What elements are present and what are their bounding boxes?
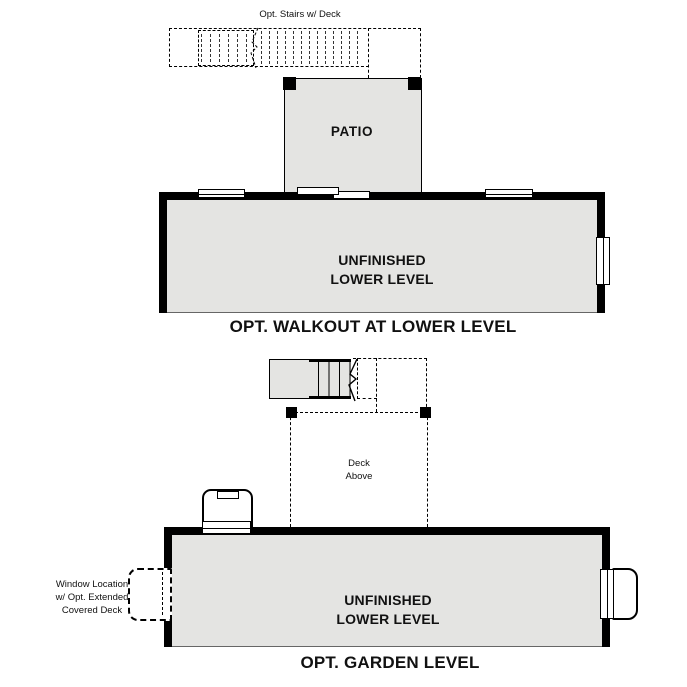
window-note-line: Window Location (55, 579, 129, 590)
deck-post-left (286, 407, 297, 418)
sliding-door-panel (297, 187, 339, 195)
stair-treads (309, 359, 351, 399)
window-note-line: Covered Deck (61, 605, 123, 616)
patio-post-left (283, 77, 296, 90)
stairs-outline-bottom (169, 66, 369, 67)
walkout-building-interior (159, 192, 605, 313)
walkout-wall-left (159, 192, 167, 313)
walkout-plan-title: OPT. WALKOUT AT LOWER LEVEL (229, 317, 517, 336)
egress-window (600, 569, 614, 619)
garden-wall-left-lower (164, 618, 172, 647)
deck-above-label: Deck Above (309, 457, 409, 483)
patio-post-right (408, 77, 421, 90)
garden-plan-title: OPT. GARDEN LEVEL (300, 653, 480, 672)
window (198, 189, 245, 198)
garden-wall-right-lower (602, 618, 610, 647)
deck-outline-right (427, 412, 428, 527)
stair-treads-upper (201, 32, 250, 62)
garden-building-interior (164, 527, 610, 647)
garden-wall-left-upper (164, 527, 172, 568)
patio (284, 78, 422, 194)
patio-label: PATIO (330, 124, 374, 139)
stair-landing (269, 359, 310, 399)
room-label-line: LOWER LEVEL (336, 611, 440, 627)
deck-edge-jog (357, 398, 377, 399)
window (596, 237, 610, 285)
deck-above-line: Above (345, 471, 373, 482)
stairs-outline-top (169, 28, 421, 29)
garden-wall-right-upper (602, 527, 610, 569)
window-location-note: Window Location w/ Opt. Extended Covered… (28, 578, 156, 617)
optional-window-line (162, 572, 163, 615)
deck-outline-top (290, 412, 428, 413)
window (485, 189, 533, 198)
stair-break-line (250, 27, 259, 69)
window-well-step (217, 491, 239, 499)
room-label: UNFINISHED LOWER LEVEL (282, 251, 482, 289)
deck-edge-top (353, 358, 427, 359)
deck-above-line: Deck (348, 458, 370, 469)
stairs-outline-left (169, 28, 170, 67)
opt-stairs-note: Opt. Stairs w/ Deck (259, 9, 341, 20)
stair-treads-lower (261, 29, 365, 66)
window-well (612, 568, 638, 620)
stairs-outline-right (420, 28, 421, 78)
stair-break-line (348, 358, 358, 402)
window-note-line: w/ Opt. Extended (55, 592, 129, 603)
walkout-wall-top (159, 192, 605, 200)
deck-edge-line (357, 358, 358, 399)
deck-edge-right (426, 358, 427, 412)
optional-window-well (128, 568, 172, 621)
deck-edge-line (376, 358, 377, 412)
sliding-door-panel (333, 191, 370, 199)
stair-run-box (198, 30, 254, 66)
room-label-line: UNFINISHED (338, 252, 426, 268)
stairs-outline-mid (368, 28, 369, 78)
deck-post-right (420, 407, 431, 418)
deck-outline-left (290, 412, 291, 527)
room-label-line: LOWER LEVEL (330, 271, 434, 287)
garden-wall-top (164, 527, 610, 535)
egress-window (202, 521, 251, 534)
room-label-line: UNFINISHED (344, 592, 432, 608)
room-label: UNFINISHED LOWER LEVEL (288, 591, 488, 629)
